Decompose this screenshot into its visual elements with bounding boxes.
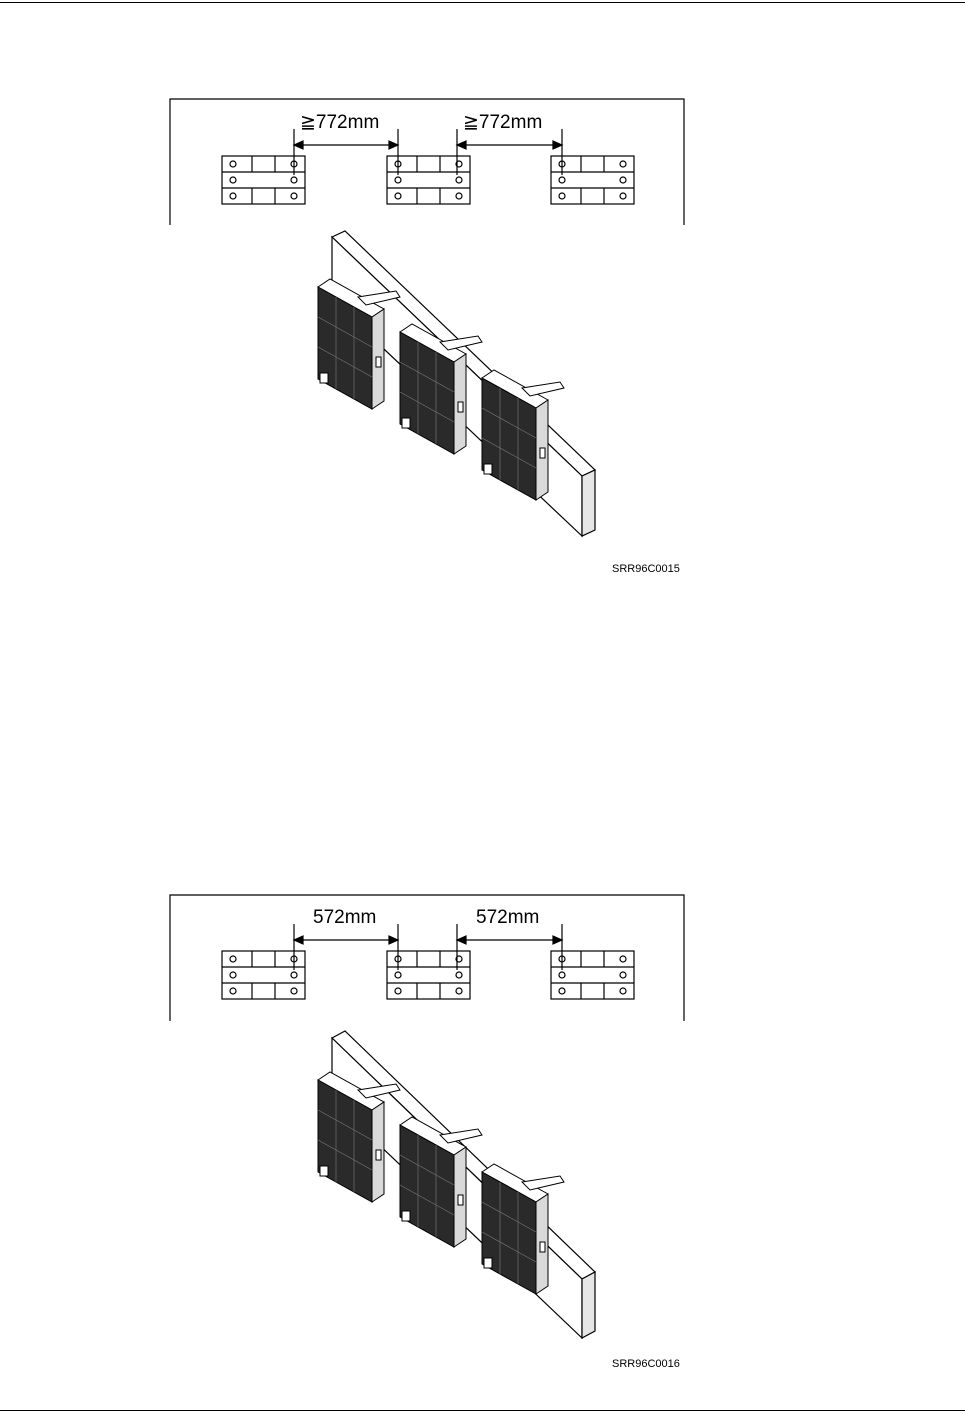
figure-id: SRR96C0015 [612,563,680,575]
top-view-frame [170,99,684,225]
figure-1-diagram: ≧772mm ≧772mm [0,95,965,575]
header-rule [0,2,965,3]
spacing-label-left: ≧772mm [300,112,379,133]
perspective-view [318,1031,595,1338]
spacing-label-left: 572mm [313,907,376,928]
mounting-bracket-icon [551,951,634,999]
figure-1: ≧772mm ≧772mm [0,95,965,575]
mounting-bracket-icon [222,951,305,999]
dimension-arrow-icon [457,129,562,175]
figure-2: 572mm 572mm [0,890,965,1375]
figure-2-diagram: 572mm 572mm [0,890,965,1375]
figure-id: SRR96C0016 [612,1358,680,1370]
dimension-arrow-icon [294,129,398,175]
footer-rule [0,1410,965,1411]
spacing-label-right: ≧772mm [463,112,542,133]
top-view-frame [170,895,684,1021]
mounting-bracket-icon [222,156,305,204]
dimension-arrow-icon [457,924,562,970]
spacing-label-right: 572mm [476,907,539,928]
mounting-bracket-icon [551,156,634,204]
top-view [170,99,684,225]
dimension-arrow-icon [294,924,398,970]
top-view [170,895,684,1021]
perspective-view [318,231,595,536]
